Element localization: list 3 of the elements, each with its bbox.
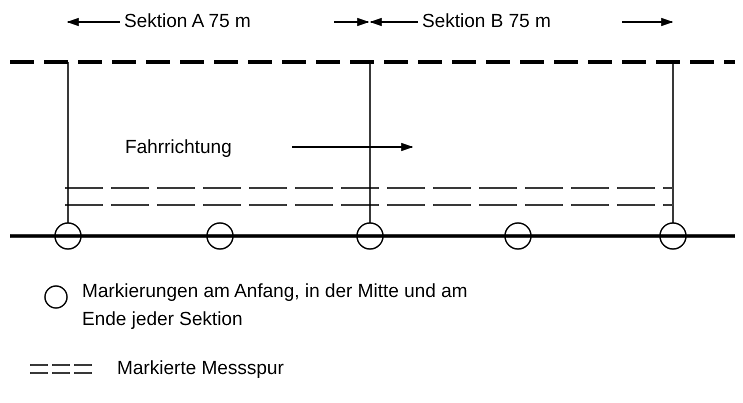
legend-text: Markierungen am Anfang, in der Mitte und am Ende jeder Sektion: [82, 280, 468, 332]
legend-text: Markierte Messspur: [117, 357, 284, 380]
direction-label: Fahrrichtung: [125, 136, 232, 159]
